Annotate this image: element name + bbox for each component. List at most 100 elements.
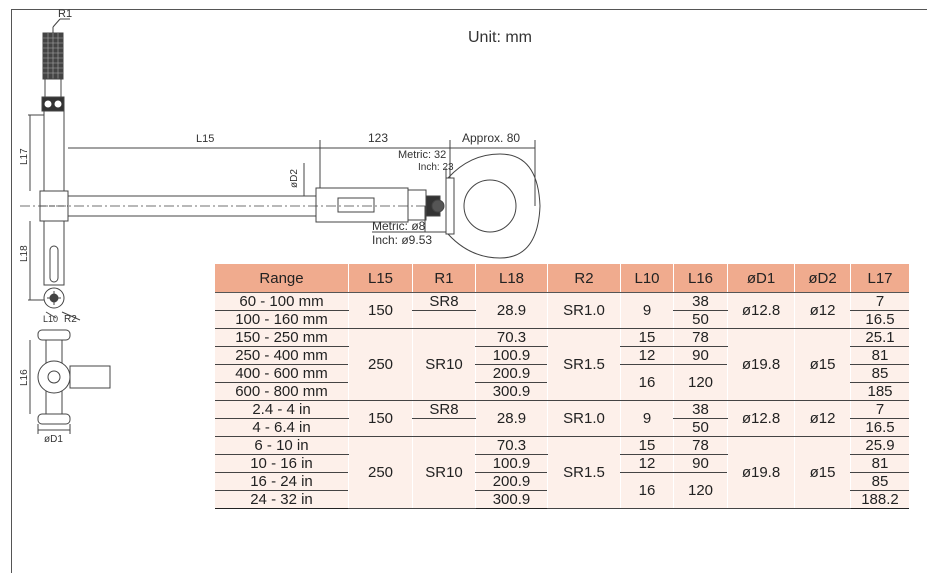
cell-l17: 25.1	[850, 328, 909, 347]
cell-l10: 16	[620, 472, 674, 509]
table-row: 10 - 16 in 100.9 12 90 81	[215, 454, 909, 473]
cell-l16: 38	[673, 292, 728, 311]
table-row: 60 - 100 mm 150 SR8 28.9 SR1.0 9 38 ø12.…	[215, 292, 909, 329]
cell-l18: 70.3	[475, 328, 548, 347]
col-l10: L10	[620, 264, 674, 293]
cell-range: 100 - 160 mm	[215, 310, 349, 329]
cell-r1: SR10	[412, 328, 476, 401]
cell-l16: 78	[673, 436, 728, 455]
cell-l15: 150	[348, 292, 413, 329]
cell-r1: SR10	[412, 436, 476, 509]
table-row: 250 - 400 mm 100.9 12 90 81	[215, 346, 909, 365]
cell-r2: SR1.0	[547, 292, 621, 329]
cell-d1: ø19.8	[727, 328, 795, 401]
cell-range: 24 - 32 in	[215, 490, 349, 509]
cell-l10: 15	[620, 436, 674, 455]
label-r1: R1	[58, 8, 72, 20]
label-inch-23: Inch: 23	[418, 162, 454, 173]
cell-d2: ø12	[794, 400, 851, 437]
cell-l17: 85	[850, 364, 909, 383]
label-l18: L18	[19, 245, 30, 262]
cell-l18: 300.9	[475, 490, 548, 509]
cell-range: 10 - 16 in	[215, 454, 349, 473]
cell-l17: 81	[850, 454, 909, 473]
label-metric-32: Metric: 32	[398, 149, 446, 161]
cell-l16: 120	[673, 472, 728, 509]
cell-l18: 200.9	[475, 472, 548, 491]
cell-range: 2.4 - 4 in	[215, 400, 349, 419]
cell-d2: ø15	[794, 436, 851, 509]
cell-r2: SR1.0	[547, 400, 621, 437]
cell-l17: 7	[850, 400, 909, 419]
cell-l15: 150	[348, 400, 413, 437]
cell-l18: 100.9	[475, 346, 548, 365]
cell-l17: 25.9	[850, 436, 909, 455]
cell-l17: 185	[850, 382, 909, 401]
label-inch-d953: Inch: ø9.53	[372, 233, 432, 247]
cell-l10: 9	[620, 292, 674, 329]
table-row: 16 - 24 in 200.9 16 120 85	[215, 472, 909, 509]
cell-l15: 250	[348, 328, 413, 401]
cell-l17: 7	[850, 292, 909, 311]
cell-l18: 100.9	[475, 454, 548, 473]
cell-d2: ø15	[794, 328, 851, 401]
cell-range: 150 - 250 mm	[215, 328, 349, 347]
col-r1: R1	[412, 264, 476, 293]
label-d1: øD1	[44, 434, 63, 445]
table-row: 6 - 10 in 250 SR10 70.3 SR1.5 15 78 ø19.…	[215, 436, 909, 509]
cell-l18: 28.9	[475, 292, 548, 329]
cell-range: 16 - 24 in	[215, 472, 349, 491]
col-l16: L16	[673, 264, 728, 293]
cell-r1: SR8	[412, 292, 476, 311]
cell-d1: ø12.8	[727, 400, 795, 437]
spec-table: Range L15 R1 L18 R2 L10 L16 øD1 øD2 L17 …	[215, 264, 909, 509]
cell-range: 250 - 400 mm	[215, 346, 349, 365]
table-row: 24 - 32 in 300.9 188.2	[215, 490, 909, 509]
cell-l10: 16	[620, 364, 674, 401]
cell-l16: 90	[673, 454, 728, 473]
unit-label: Unit: mm	[468, 29, 532, 46]
cell-l16: 90	[673, 346, 728, 365]
cell-r2: SR1.5	[547, 328, 621, 401]
cell-l16: 78	[673, 328, 728, 347]
cell-l17: 85	[850, 472, 909, 491]
cell-l10: 12	[620, 346, 674, 365]
cell-l16: 50	[673, 418, 728, 437]
cell-range: 6 - 10 in	[215, 436, 349, 455]
cell-l10: 12	[620, 454, 674, 473]
cell-d1: ø12.8	[727, 292, 795, 329]
table-row: 100 - 160 mm 50 16.5	[215, 310, 909, 329]
table-row: 4 - 6.4 in 50 16.5	[215, 418, 909, 437]
cell-l17: 16.5	[850, 418, 909, 437]
cell-l16: 120	[673, 364, 728, 401]
cell-l17: 16.5	[850, 310, 909, 329]
label-metric-d8: Metric: ø8	[372, 219, 426, 233]
cell-r1-blank	[412, 310, 476, 329]
frame-left-border	[11, 9, 12, 573]
cell-l10: 15	[620, 328, 674, 347]
col-l15: L15	[348, 264, 413, 293]
label-l15: L15	[196, 133, 214, 145]
cell-range: 400 - 600 mm	[215, 364, 349, 383]
cell-range: 60 - 100 mm	[215, 292, 349, 311]
col-l17: L17	[850, 264, 909, 293]
cell-l17: 188.2	[850, 490, 909, 509]
label-d2: øD2	[289, 169, 300, 188]
cell-l17: 81	[850, 346, 909, 365]
col-l18: L18	[475, 264, 548, 293]
cell-range: 600 - 800 mm	[215, 382, 349, 401]
label-l10: L10	[43, 314, 58, 324]
cell-r1: SR8	[412, 400, 476, 419]
cell-d2: ø12	[794, 292, 851, 329]
cell-r2: SR1.5	[547, 436, 621, 509]
table-row: 400 - 600 mm 200.9 16 120 85	[215, 364, 909, 401]
col-range: Range	[215, 264, 349, 293]
cell-l18: 300.9	[475, 382, 548, 401]
cell-l18: 28.9	[475, 400, 548, 437]
label-l17: L17	[19, 148, 30, 165]
col-r2: R2	[547, 264, 621, 293]
cell-d1: ø19.8	[727, 436, 795, 509]
frame-top-border	[11, 9, 927, 10]
table-row: 2.4 - 4 in 150 SR8 28.9 SR1.0 9 38 ø12.8…	[215, 400, 909, 437]
cell-l10: 9	[620, 400, 674, 437]
